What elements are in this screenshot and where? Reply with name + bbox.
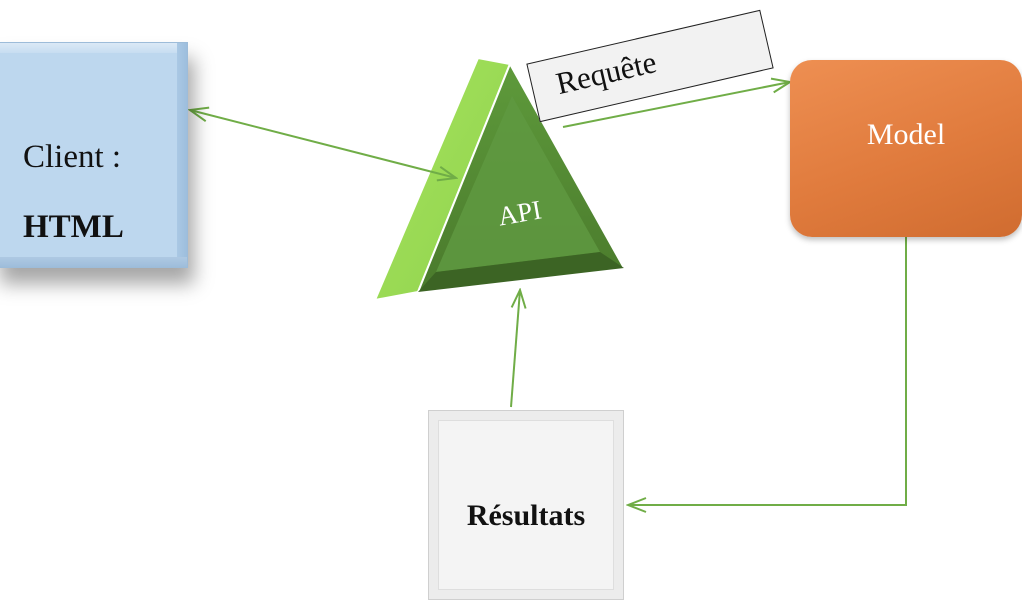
model-label: Model <box>866 118 946 151</box>
client-api-arrow <box>190 110 456 178</box>
results-box: Résultats <box>428 410 624 600</box>
model-results-arrow <box>628 237 907 505</box>
results-box-inner <box>438 420 614 590</box>
client-box-bevel <box>0 257 187 267</box>
results-label: Résultats <box>466 499 586 532</box>
api-model-arrow <box>562 82 790 128</box>
client-box: Client : HTML <box>0 42 188 268</box>
results-api-arrow <box>510 290 520 408</box>
client-box-bevel <box>0 43 187 53</box>
client-box-bevel <box>177 43 187 267</box>
client-label: Client : <box>23 139 122 175</box>
model-box: Model <box>790 60 1022 237</box>
client-technology-label: HTML <box>23 209 124 245</box>
